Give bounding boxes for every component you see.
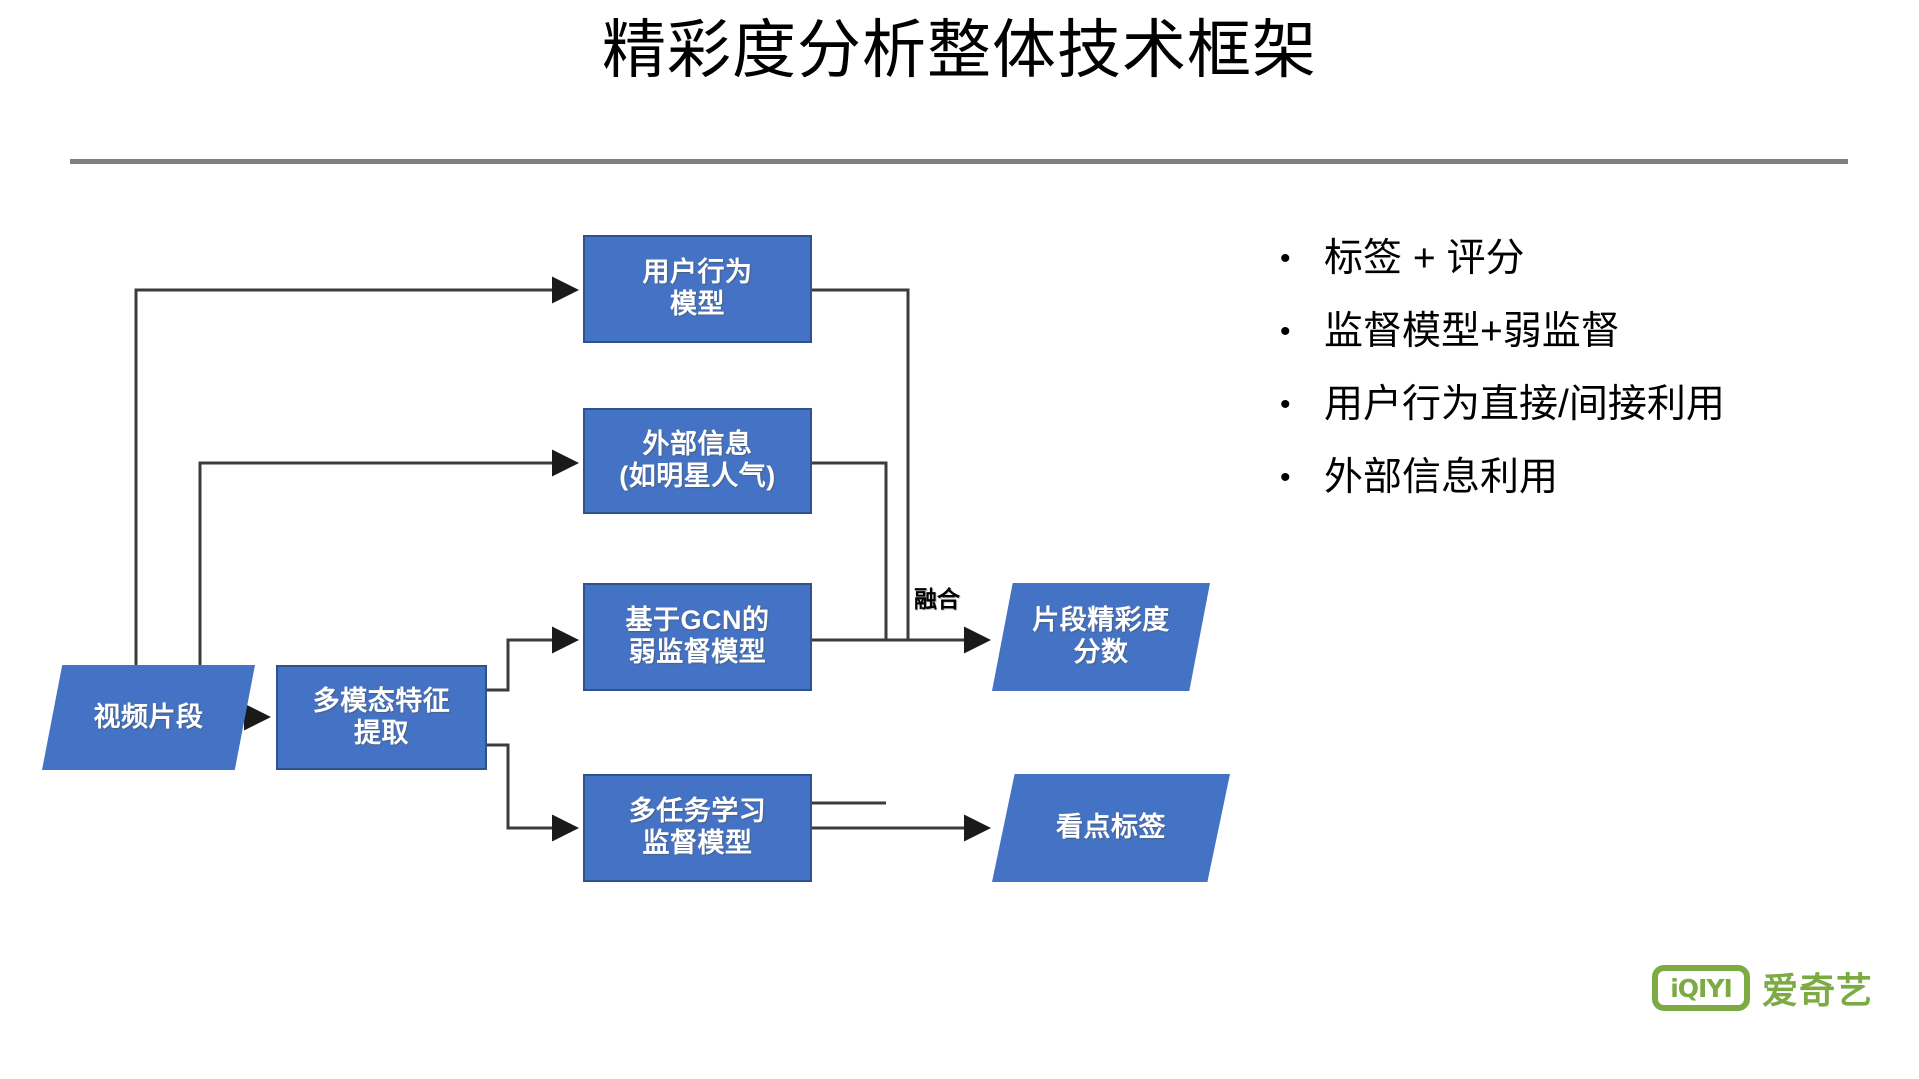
bullet-text: 用户行为直接/间接利用: [1324, 383, 1725, 426]
edge-clip-to-user-behavior: [134, 276, 579, 668]
edge-multimodal-to-multitask: [487, 743, 579, 842]
iqiyi-logo-text: 爱奇艺: [1762, 970, 1874, 1011]
bullet-list: • 标签 + 评分 • 监督模型+弱监督 • 用户行为直接/间接利用 • 外部信…: [1280, 236, 1900, 528]
bullet-text: 外部信息利用: [1324, 456, 1559, 499]
node-video-clip[interactable]: 视频片段: [42, 665, 255, 770]
edge-user-behavior-to-fusion: [812, 288, 910, 640]
node-highlight-score[interactable]: 片段精彩度 分数: [992, 583, 1210, 691]
edge-label-fusion: 融合: [914, 586, 960, 612]
node-gcn-weak-supervision-model-label: 基于GCN的 弱监督模型: [625, 605, 770, 667]
node-gcn-weak-supervision-model[interactable]: 基于GCN的 弱监督模型: [583, 583, 812, 691]
list-item: • 监督模型+弱监督: [1280, 309, 1900, 355]
bullet-marker-icon: •: [1280, 242, 1291, 275]
node-user-behavior-model[interactable]: 用户行为 模型: [583, 235, 812, 343]
iqiyi-logo: iQIYI 爱奇艺: [1652, 962, 1873, 1014]
bullet-marker-icon: •: [1280, 461, 1291, 494]
edge-clip-to-external-info: [198, 449, 579, 668]
bullet-text: 监督模型+弱监督: [1324, 310, 1620, 353]
node-video-clip-label: 视频片段: [93, 701, 204, 732]
node-user-behavior-model-label: 用户行为 模型: [642, 257, 753, 319]
node-highlight-tag-label: 看点标签: [1056, 812, 1166, 843]
page-title: 精彩度分析整体技术框架: [602, 14, 1317, 86]
title-divider: [70, 159, 1848, 164]
node-highlight-tag[interactable]: 看点标签: [992, 774, 1230, 882]
node-multitask-supervised-model-label: 多任务学习 监督模型: [628, 796, 767, 858]
bullet-marker-icon: •: [1280, 315, 1291, 348]
edge-external-info-to-fusion: [812, 461, 888, 640]
list-item: • 用户行为直接/间接利用: [1280, 382, 1900, 428]
node-multimodal-feature-extraction[interactable]: 多模态特征 提取: [276, 665, 487, 770]
bullet-text: 标签 + 评分: [1324, 237, 1525, 280]
node-multitask-supervised-model[interactable]: 多任务学习 监督模型: [583, 774, 812, 882]
edge-multimodal-to-gcn: [487, 626, 579, 692]
node-external-info-label: 外部信息 (如明星人气): [619, 429, 776, 491]
list-item: • 标签 + 评分: [1280, 236, 1900, 282]
bullet-marker-icon: •: [1280, 388, 1291, 421]
node-external-info[interactable]: 外部信息 (如明星人气): [583, 408, 812, 514]
list-item: • 外部信息利用: [1280, 455, 1900, 501]
node-multimodal-feature-extraction-label: 多模态特征 提取: [312, 685, 451, 748]
iqiyi-logo-mark-icon: iQIYI: [1652, 965, 1750, 1011]
node-highlight-score-label: 片段精彩度 分数: [1032, 605, 1170, 667]
